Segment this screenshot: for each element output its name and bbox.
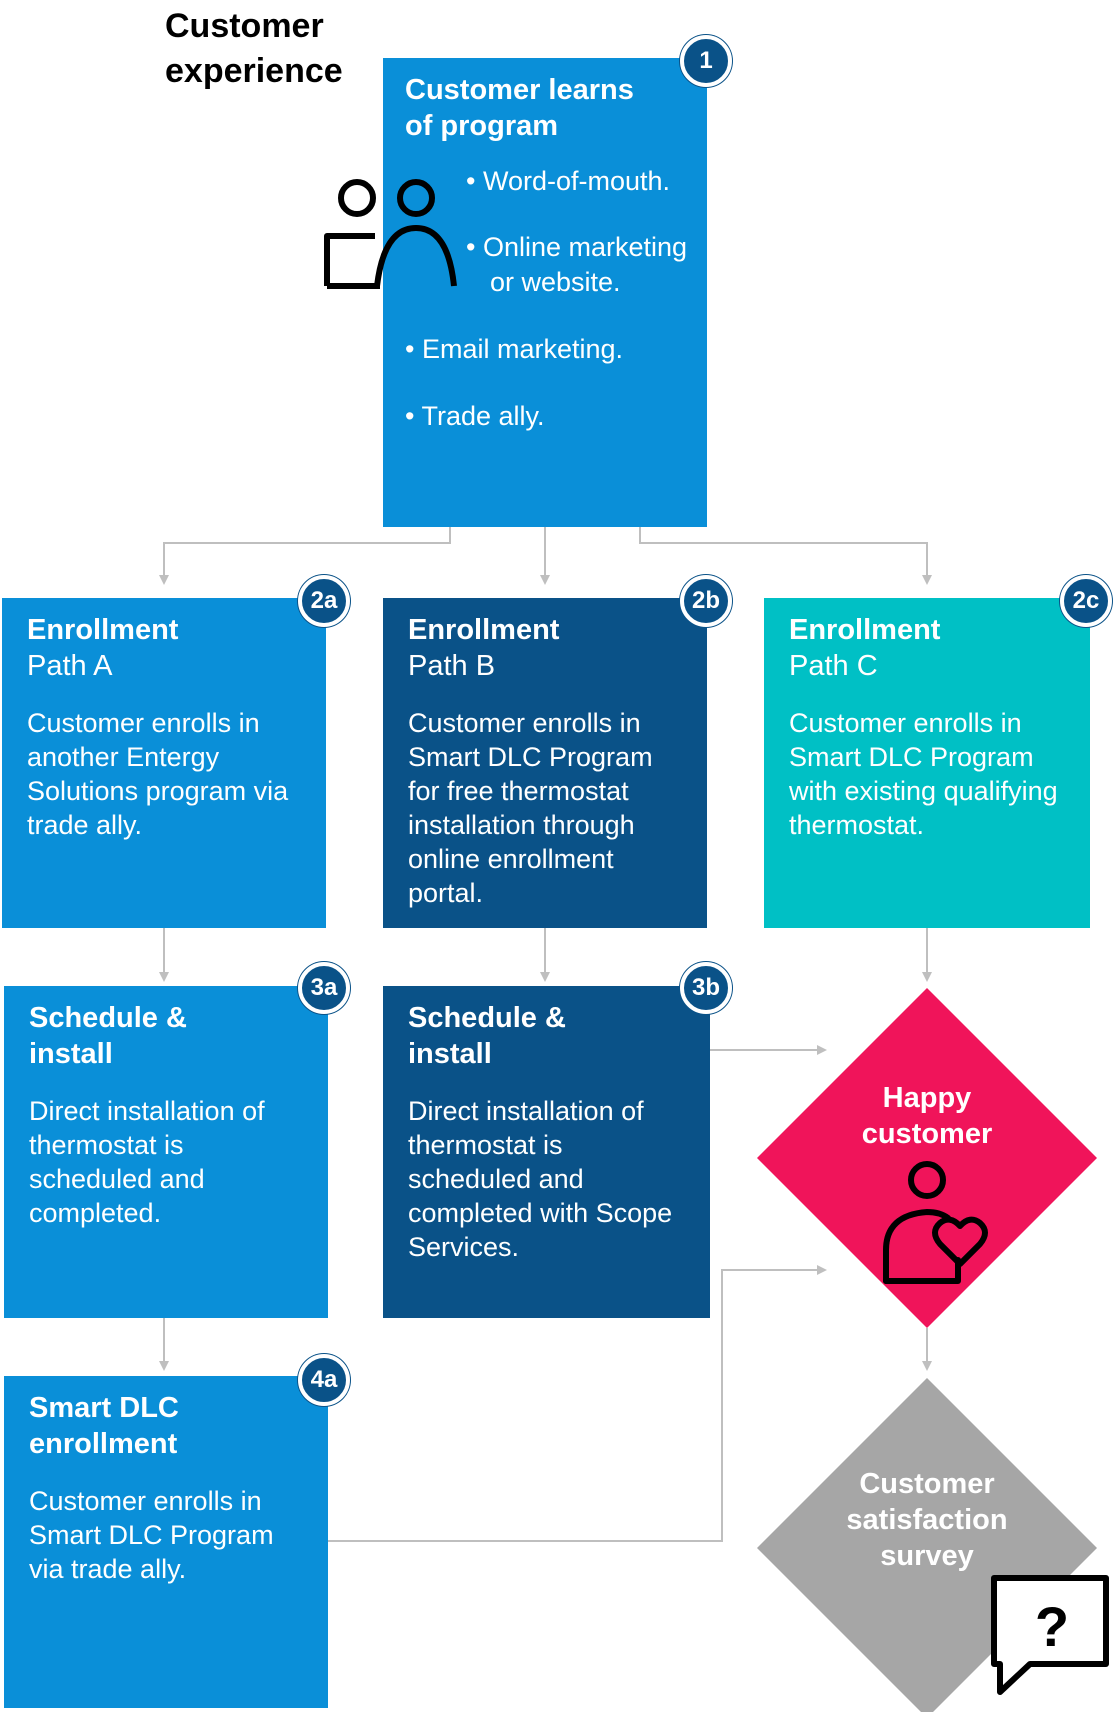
path-c-subtitle: Path C — [789, 650, 878, 682]
page-title-line1: Customer — [165, 7, 324, 45]
svg-text:?: ? — [1035, 1595, 1069, 1658]
path-c-badge: 2c — [1060, 575, 1112, 627]
bullet-email-marketing: • Email marketing. — [405, 334, 624, 364]
path-c-title: Enrollment — [789, 614, 941, 646]
install-b-badge: 3b — [680, 962, 732, 1014]
bullet-online-marketing-cont: or website. — [490, 267, 621, 297]
install-a-title: Schedule &install — [29, 1002, 187, 1070]
page-title: Customer experience — [165, 4, 343, 94]
people-icon — [324, 179, 457, 289]
connector-1-to-2c — [639, 527, 932, 585]
speech-bubble-question-icon: ? — [991, 1575, 1109, 1695]
dlc-a-badge: 4a — [298, 1354, 350, 1406]
bullet-trade-ally: • Trade ally. — [405, 401, 545, 431]
path-a-subtitle: Path A — [27, 650, 113, 682]
step1-title-line2: of program — [405, 110, 559, 142]
bullet-online-marketing: • Online marketing — [466, 232, 688, 262]
install-b-title: Schedule &install — [408, 1002, 566, 1070]
install-a-badge: 3a — [298, 962, 350, 1014]
path-b-badge: 2b — [680, 575, 732, 627]
heart-person-icon — [883, 1161, 988, 1284]
path-a-title: Enrollment — [27, 614, 179, 646]
path-b-subtitle: Path B — [408, 650, 496, 682]
bullet-word-of-mouth: • Word-of-mouth. — [466, 166, 671, 196]
step1-title: Customer learns of program — [405, 72, 634, 144]
connector-1-to-2a — [159, 527, 451, 585]
step1-title-line1: Customer learns — [405, 74, 634, 106]
connector-4a-to-happy — [328, 1265, 827, 1542]
step-customer-learns: Customer learns of program • Word-of-mou… — [383, 58, 707, 527]
page-title-line2: experience — [165, 52, 343, 90]
schedule-install-a: Schedule &install Direct installation of… — [4, 986, 328, 1318]
path-b-title: Enrollment — [408, 614, 560, 646]
schedule-install-b: Schedule &install Direct installation of… — [383, 986, 710, 1318]
happy-customer-diamond — [757, 988, 1097, 1328]
step1-badge: 1 — [680, 35, 732, 87]
path-a-badge: 2a — [298, 575, 350, 627]
